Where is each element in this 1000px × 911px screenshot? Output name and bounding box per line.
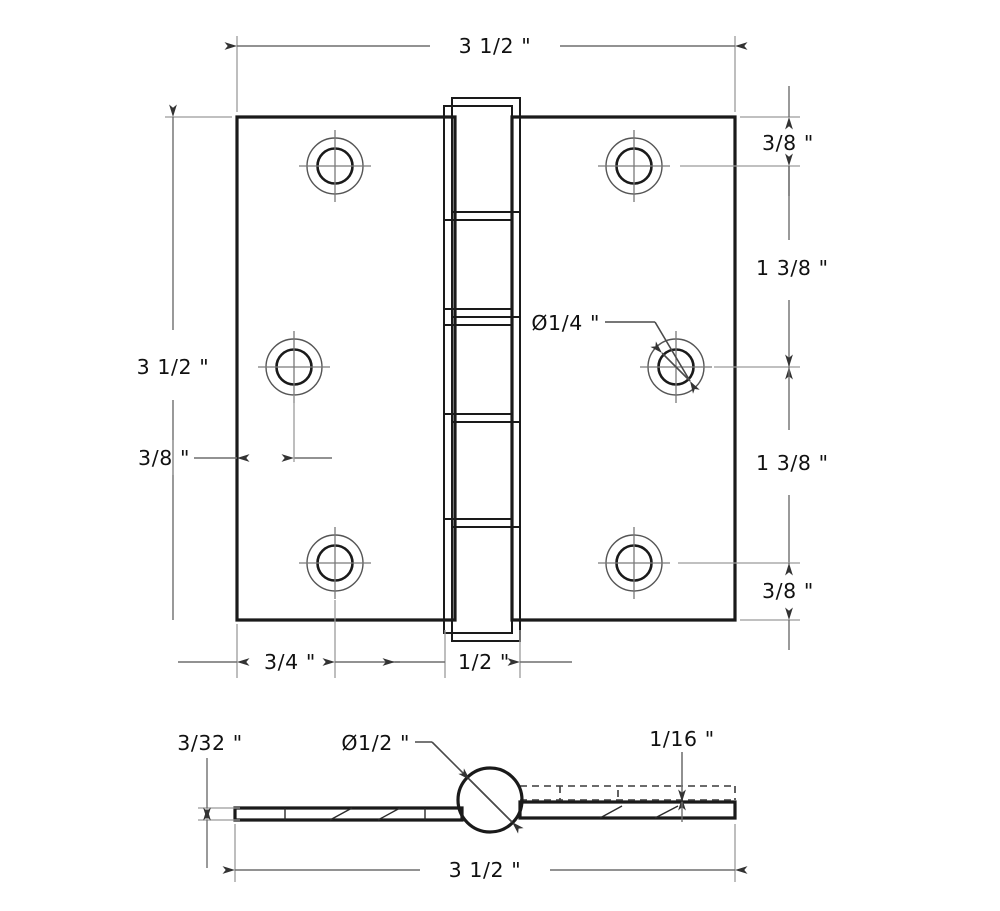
side-pin-barrel <box>456 766 524 834</box>
side-leaf-left <box>233 806 464 822</box>
screw-hole-top-right <box>598 130 670 202</box>
dimension-right-lower-span: 1 3/8 " <box>678 354 829 576</box>
dim-label-pin-diameter: Ø1/2 " <box>341 731 410 755</box>
screw-hole-bottom-right <box>598 527 670 599</box>
dimension-overall-width: 3 1/2 " <box>224 34 748 112</box>
dimension-side-overall-length: 3 1/2 " <box>222 824 748 882</box>
dim-label-left-edge-offset: 3/8 " <box>138 446 190 470</box>
screw-hole-bottom-left <box>299 527 371 599</box>
dim-label-leaf-thickness: 3/32 " <box>177 731 243 755</box>
dimension-right-top-offset: 3/8 " <box>680 86 814 196</box>
dimension-right-bottom-offset: 3/8 " <box>740 563 814 650</box>
dim-label-right-lower-span: 1 3/8 " <box>756 451 829 475</box>
dimension-bottom-knuckle-width: 1/2 " <box>382 630 572 678</box>
dimension-leaf-thickness: 3/32 " <box>177 731 243 868</box>
dim-label-leaf-gap: 1/16 " <box>649 727 715 751</box>
front-view: 3 1/2 " 3 1/2 " 3/8 " <box>137 34 829 678</box>
dimension-bottom-leaf-offset: 3/4 " <box>178 600 400 678</box>
dim-label-overall-height: 3 1/2 " <box>137 355 210 379</box>
callout-pin-diameter: Ø1/2 " <box>341 731 524 834</box>
dim-label-right-top-offset: 3/8 " <box>762 131 814 155</box>
dim-label-right-bottom-offset: 3/8 " <box>762 579 814 603</box>
dim-label-bottom-knuckle-width: 1/2 " <box>458 650 510 674</box>
dim-label-overall-width: 3 1/2 " <box>459 34 532 58</box>
screw-hole-top-left <box>299 130 371 202</box>
side-view: Ø1/2 " 3/32 " 1/16 " <box>177 727 748 882</box>
dim-label-screw-hole-diameter: Ø1/4 " <box>531 311 600 335</box>
dimension-left-edge-offset: 3/8 " <box>138 395 332 475</box>
hinge-knuckle-stack <box>443 97 521 642</box>
dim-label-side-overall-length: 3 1/2 " <box>449 858 522 882</box>
hinge-leaf-left <box>235 115 457 622</box>
dimension-right-upper-span: 1 3/8 " <box>714 166 829 380</box>
screw-hole-mid-left <box>258 331 330 403</box>
dim-label-right-upper-span: 1 3/8 " <box>756 256 829 280</box>
side-leaf-right <box>518 800 737 820</box>
dimension-leaf-gap: 1/16 " <box>649 727 715 822</box>
dimension-overall-height: 3 1/2 " <box>137 104 232 620</box>
callout-screw-hole-diameter: Ø1/4 " <box>531 311 700 394</box>
dim-label-bottom-leaf-offset: 3/4 " <box>264 650 316 674</box>
side-leaf-hidden-profile <box>520 785 736 801</box>
